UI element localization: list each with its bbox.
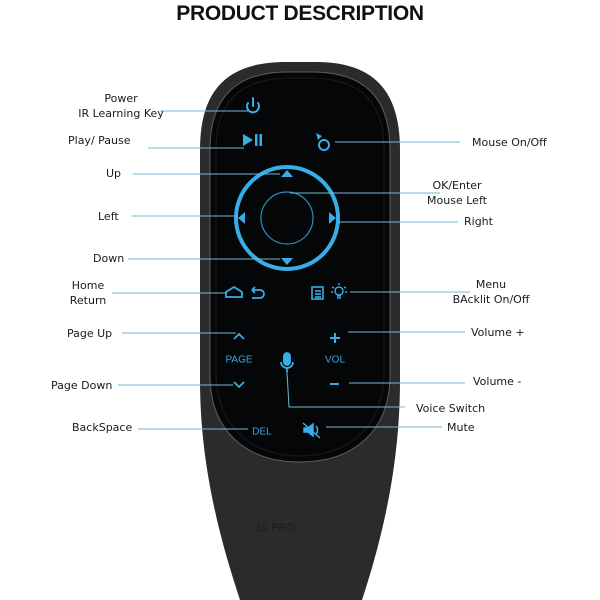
mouse-cursor-icon (316, 133, 330, 151)
label-volume-down: Volume - (473, 375, 522, 388)
label-mute: Mute (447, 421, 475, 434)
dpad-ring (234, 165, 340, 271)
label-right: Right (464, 215, 493, 228)
label-voice: Voice Switch (416, 402, 486, 415)
ok-button (260, 191, 314, 245)
label-down: Down (93, 252, 125, 265)
label-up: Up (106, 167, 122, 180)
label-play-pause: Play/ Pause (68, 134, 131, 147)
label-left: Left (98, 210, 119, 223)
label-volume-up: Volume + (471, 326, 525, 339)
chevron-down-icon (233, 381, 245, 389)
brand-logo: 10 PRO (256, 522, 296, 534)
arrow-up-icon (281, 170, 293, 177)
chevron-up-icon (233, 332, 245, 340)
label-mouse: Mouse On/Off (472, 136, 547, 149)
del-key-label[interactable]: DEL (252, 426, 272, 438)
mute-icon (302, 422, 321, 439)
label-page-up: Page Up (67, 327, 113, 340)
menu-icon (311, 286, 324, 300)
page-title: PRODUCT DESCRIPTION (176, 2, 424, 25)
arrow-left-icon (238, 212, 245, 224)
backlight-bulb-icon (331, 283, 347, 299)
label-page-down: Page Down (51, 379, 113, 392)
leader-lines (112, 110, 470, 430)
label-backspace: BackSpace (72, 421, 133, 434)
arrow-down-icon (281, 258, 293, 265)
return-icon (251, 286, 265, 299)
vol-key-label[interactable]: VOL (324, 354, 346, 366)
microphone-icon (280, 352, 294, 372)
plus-icon (330, 333, 340, 343)
play-pause-icon (243, 134, 262, 146)
page-key-label[interactable]: PAGE (225, 354, 253, 366)
arrow-right-icon (329, 212, 336, 224)
power-icon (246, 97, 260, 114)
